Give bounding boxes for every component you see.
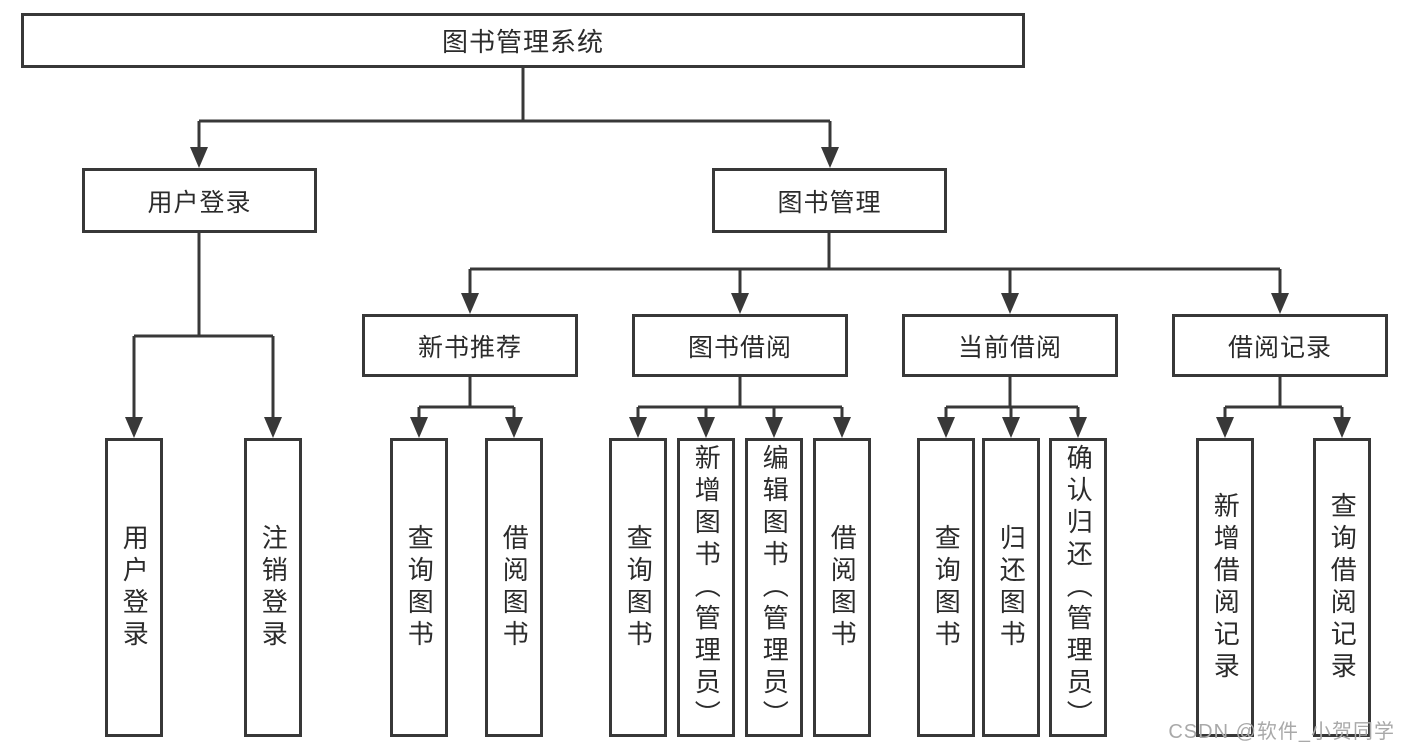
node-book-borrow: 图书借阅: [632, 314, 848, 377]
leaf-recommend-query-books: 查询图书: [390, 438, 448, 737]
leaf-add-book-admin: 新增图书（管理员）: [677, 438, 735, 737]
node-new-book-recommend: 新书推荐: [362, 314, 578, 377]
leaf-borrow-query-books: 查询图书: [609, 438, 667, 737]
leaf-edit-book-admin: 编辑图书（管理员）: [745, 438, 803, 737]
leaf-query-borrow-record: 查询借阅记录: [1313, 438, 1371, 737]
leaf-confirm-return-admin: 确认归还（管理员）: [1049, 438, 1107, 737]
node-user-login-group: 用户登录: [82, 168, 317, 233]
leaf-borrow-books: 借阅图书: [813, 438, 871, 737]
leaf-return-books: 归还图书: [982, 438, 1040, 737]
node-borrow-record: 借阅记录: [1172, 314, 1388, 377]
node-root-system: 图书管理系统: [21, 13, 1025, 68]
node-current-borrow: 当前借阅: [902, 314, 1118, 377]
node-book-management-group: 图书管理: [712, 168, 947, 233]
leaf-user-login: 用户登录: [105, 438, 163, 737]
leaf-add-borrow-record: 新增借阅记录: [1196, 438, 1254, 737]
csdn-watermark: CSDN @软件_小贺同学: [1168, 721, 1395, 743]
leaf-recommend-borrow-books: 借阅图书: [485, 438, 543, 737]
leaf-current-query-books: 查询图书: [917, 438, 975, 737]
leaf-logout: 注销登录: [244, 438, 302, 737]
